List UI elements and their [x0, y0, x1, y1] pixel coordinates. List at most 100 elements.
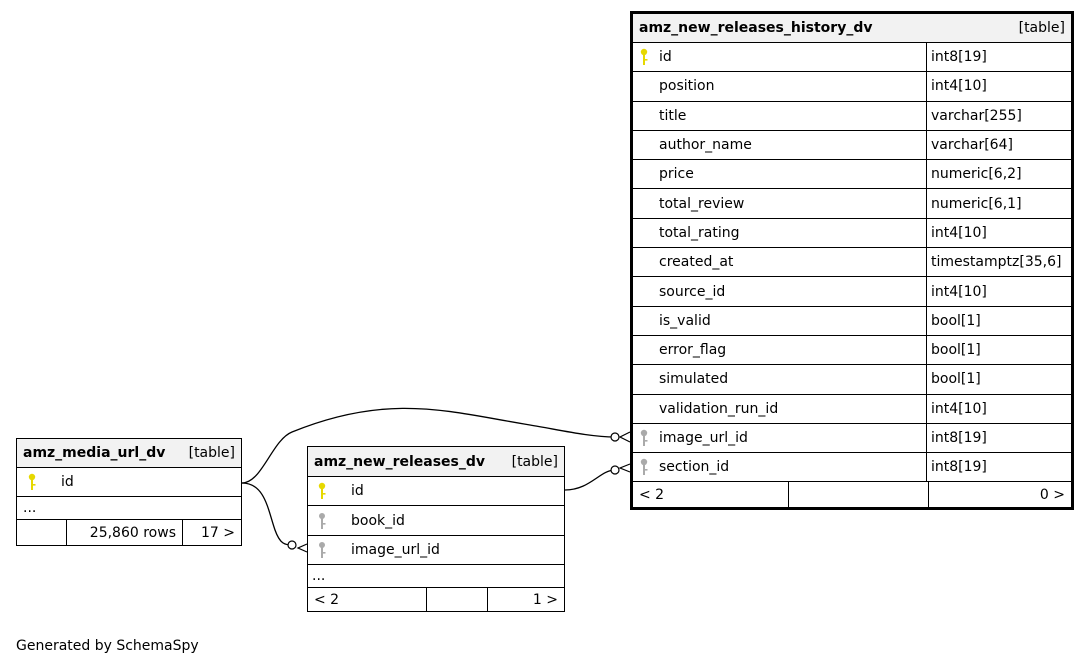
primary-key-icon	[17, 468, 47, 496]
column-row[interactable]: book_id	[308, 506, 564, 536]
column-name: created_at	[655, 248, 927, 277]
column-name: price	[655, 160, 927, 189]
column-row[interactable]: image_url_id	[308, 536, 564, 565]
column-name: source_id	[655, 277, 927, 306]
column-type: varchar[255]	[931, 107, 1022, 124]
foreign-key-icon	[633, 453, 655, 481]
foreign-key-icon	[633, 424, 655, 452]
releases-table[interactable]: amz_new_releases_dv [table] id book_id i…	[307, 446, 565, 612]
column-type: int4[10]	[931, 78, 987, 95]
column-name: total_review	[655, 189, 927, 218]
media-table-footer: 25,860 rows 17 >	[17, 520, 241, 545]
media-table[interactable]: amz_media_url_dv [table] id ... 25,860 r…	[16, 438, 242, 546]
key-spacer	[633, 102, 655, 130]
column-name: total_rating	[655, 218, 927, 248]
table-kind: [table]	[511, 453, 558, 470]
table-kind: [table]	[1018, 20, 1065, 36]
column-type: int4[10]	[931, 224, 987, 241]
column-name: image_url_id	[351, 542, 440, 558]
generated-by-footer: Generated by SchemaSpy	[16, 638, 199, 654]
table-name: amz_new_releases_history_dv	[639, 20, 873, 36]
history-table-header[interactable]: amz_new_releases_history_dv [table]	[633, 14, 1071, 43]
children-link[interactable]: 1 >	[532, 591, 558, 608]
relation-releases-to-history-section	[564, 469, 616, 491]
row-count: 25,860 rows	[67, 520, 183, 545]
column-type: timestamptz[35,6]	[931, 254, 1062, 271]
column-name: id	[351, 483, 364, 499]
key-spacer	[633, 277, 655, 305]
key-spacer	[633, 219, 655, 247]
relation-optional-marker	[610, 465, 620, 475]
media-table-header[interactable]: amz_media_url_dv [table]	[17, 439, 241, 468]
ellipsis-row: ...	[17, 497, 241, 520]
children-link[interactable]: 0 >	[1039, 486, 1065, 503]
relation-media-to-history-image	[241, 407, 616, 484]
column-name: validation_run_id	[655, 394, 927, 423]
column-type: int4[10]	[931, 283, 987, 300]
row-count	[789, 482, 929, 508]
column-type: numeric[6,2]	[931, 166, 1022, 183]
relation-optional-marker	[287, 540, 297, 550]
relation-optional-marker	[610, 432, 620, 442]
key-spacer	[633, 160, 655, 188]
column-type: bool[1]	[931, 342, 981, 359]
foreign-key-icon	[308, 536, 336, 564]
releases-table-header[interactable]: amz_new_releases_dv [table]	[308, 447, 564, 477]
column-name: error_flag	[655, 335, 927, 365]
column-name: section_id	[655, 453, 927, 482]
children-link[interactable]: 17 >	[201, 524, 235, 541]
key-spacer	[633, 131, 655, 159]
ellipsis-row: ...	[308, 565, 564, 588]
column-row[interactable]: id	[17, 468, 241, 497]
parents-link[interactable]: < 2	[308, 588, 427, 611]
parents-link[interactable]: < 2	[633, 482, 789, 508]
column-type: int8[19]	[931, 49, 987, 66]
relation-crowfoot	[618, 463, 631, 473]
primary-key-icon	[308, 477, 336, 505]
relation-media-to-releases-image	[241, 482, 293, 546]
column-name: id	[655, 43, 927, 72]
key-spacer	[633, 336, 655, 364]
column-type: bool[1]	[931, 312, 981, 329]
row-count	[427, 588, 488, 611]
key-spacer	[633, 395, 655, 423]
key-spacer	[633, 365, 655, 393]
column-type: int8[19]	[931, 459, 987, 476]
column-type: int4[10]	[931, 400, 987, 417]
primary-key-icon	[633, 43, 655, 71]
column-name: id	[61, 474, 74, 490]
column-name: author_name	[655, 130, 927, 160]
relation-crowfoot	[618, 431, 631, 443]
key-spacer	[633, 307, 655, 335]
foreign-key-icon	[308, 506, 336, 535]
column-row[interactable]: id	[308, 477, 564, 506]
table-kind: [table]	[188, 445, 235, 461]
relation-crowfoot	[296, 543, 308, 553]
column-name: is_valid	[655, 306, 927, 335]
table-name: amz_new_releases_dv	[314, 453, 486, 470]
key-spacer	[633, 248, 655, 276]
parents-link[interactable]	[17, 520, 67, 545]
column-name: simulated	[655, 365, 927, 394]
column-name: position	[655, 72, 927, 101]
key-spacer	[633, 72, 655, 100]
column-name: title	[655, 101, 927, 130]
